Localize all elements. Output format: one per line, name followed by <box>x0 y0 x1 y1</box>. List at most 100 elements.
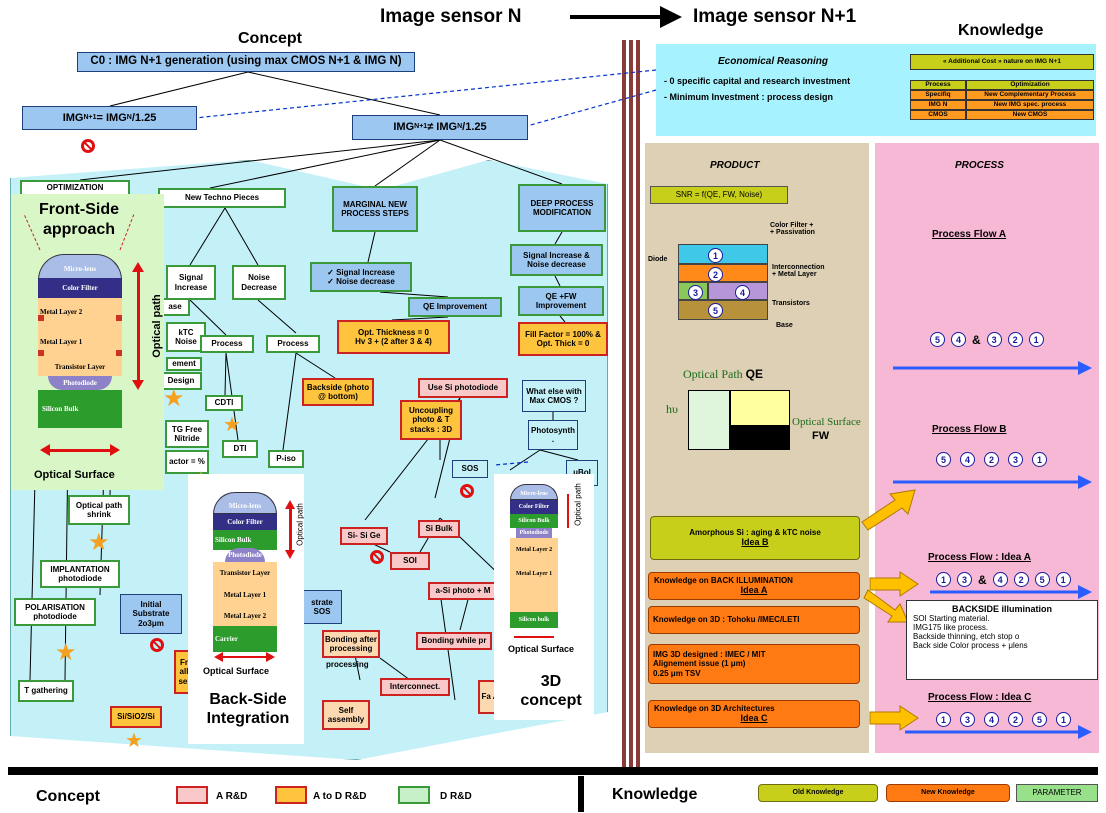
piso-box[interactable]: P-iso <box>268 450 304 468</box>
flow-a-amp: & <box>972 332 981 347</box>
strate-sos-box[interactable]: strate SOS <box>302 590 342 624</box>
new-techno-box[interactable]: New Techno Pieces <box>158 188 286 208</box>
what-else-box[interactable]: What else with Max CMOS ? <box>522 380 586 412</box>
back-surface-arrow <box>222 656 268 658</box>
back-silicon-bulk: Silicon Bulk <box>213 530 277 550</box>
header-title-right: Image sensor N+1 <box>693 6 857 27</box>
product-heading: PRODUCT <box>710 160 760 171</box>
process-box-2[interactable]: Process <box>266 335 320 353</box>
process-heading: PROCESS <box>955 160 1004 171</box>
arch3d-box[interactable]: Knowledge on 3D Architectures Idea C <box>648 700 860 728</box>
pixel-label-base: Base <box>776 322 793 329</box>
flow-idea-c-title: Process Flow : Idea C <box>928 692 1032 703</box>
deep-box[interactable]: DEEP PROCESS MODIFICATION <box>518 184 606 232</box>
uncoupling-box[interactable]: Uncoupling photo & T stacks : 3D <box>400 400 462 440</box>
amorphous-box[interactable]: Amorphous Si : aging & kTC noise Idea B <box>650 516 860 560</box>
opt-thickness-box[interactable]: Opt. Thickness = 0 Hv 3 + (2 after 3 & 4… <box>337 320 450 354</box>
cost-table-row: CMOS New CMOS <box>910 110 1094 120</box>
pixel-num-2: 2 <box>708 267 723 282</box>
star-icon-4: ★ <box>163 384 185 412</box>
qe-fw-box[interactable]: QE +FW Improvement <box>518 286 604 316</box>
cost-table-cell: Specifiq <box>910 90 966 100</box>
si-ge-box[interactable]: Si- Si Ge <box>340 527 388 545</box>
front-color-filter: Color Filter <box>38 278 122 298</box>
check-list-box[interactable]: ✓ Signal Increase ✓ Noise decrease <box>310 262 412 292</box>
flow-b-seq: 5 4 2 3 1 <box>936 452 1047 467</box>
flow-b-step: 3 <box>1008 452 1023 467</box>
cost-table-head-opt: Optimization <box>966 80 1094 90</box>
actor-box[interactable]: actor = % <box>165 450 209 474</box>
si-sio2-box[interactable]: Si/SiO2/Si <box>110 706 162 728</box>
idea-a-label: Idea A <box>740 585 768 596</box>
flow-b-step: 4 <box>960 452 975 467</box>
photosynth-box[interactable]: Photosynth . <box>528 420 578 450</box>
marginal-box[interactable]: MARGINAL NEW PROCESS STEPS <box>332 186 418 232</box>
si-bulk-box[interactable]: Si Bulk <box>418 520 460 538</box>
pixel-label-transistors: Transistors <box>772 300 810 307</box>
use-si-box[interactable]: Use Si photodiode <box>418 378 508 398</box>
cost-table-row: Specifiq New Complementary Process <box>910 90 1094 100</box>
process-box-1[interactable]: Process <box>200 335 254 353</box>
sos-box[interactable]: SOS <box>452 460 488 478</box>
backside-illum-line: IMG175 like process. <box>913 623 989 632</box>
bonding-while-box[interactable]: Bonding while pr <box>416 632 492 650</box>
qe-label-group: Optical Path QE <box>683 367 763 382</box>
flow-idea-a-seq: 1 3 & 4 2 5 1 <box>936 572 1071 587</box>
backside-illum-box: BACKSIDE illumination SOI Starting mater… <box>906 600 1098 680</box>
polarisation-box[interactable]: POLARISATION photodiode <box>14 598 96 626</box>
back-arrowhead-top <box>285 500 295 509</box>
flow-idea-c-step: 1 <box>1056 712 1071 727</box>
soi-box[interactable]: SOI <box>390 552 430 570</box>
qe-improvement-box[interactable]: QE Improvement <box>408 297 502 317</box>
self-assembly-box[interactable]: Self assembly <box>322 700 370 730</box>
tg-free-box[interactable]: TG Free Nitride <box>165 420 209 448</box>
flow-a-step: 3 <box>986 332 1002 347</box>
backside-box[interactable]: Backside (photo @ bottom) <box>302 378 374 406</box>
back-surface-head-l <box>214 652 223 662</box>
optical-surface-fw-label: Optical Surface <box>792 416 861 428</box>
optical-shrink-box[interactable]: Optical path shrink <box>68 495 130 525</box>
legend-parameter: PARAMETER <box>1016 784 1098 802</box>
back-transistor: Transistor Layer <box>213 562 277 584</box>
flow-a-title: Process Flow A <box>932 229 1007 240</box>
signal-increase-box[interactable]: Signal Increase <box>166 265 216 300</box>
tohoku-box[interactable]: Knowledge on 3D : Tohoku /IMEC/LETI <box>648 606 860 634</box>
back-surface-head-r <box>266 652 275 662</box>
pixel-layer-5 <box>678 300 768 320</box>
legend-knowledge: Knowledge <box>612 786 698 803</box>
signal-noise-box[interactable]: Signal Increase & Noise decrease <box>510 244 603 276</box>
vertical-divider <box>622 40 640 775</box>
forbidden-icon-substrate <box>150 638 164 652</box>
back-photodiode: Photodiode <box>225 548 265 562</box>
cdti-box[interactable]: CDTI <box>205 395 243 411</box>
interconnect-box[interactable]: Interconnect. <box>380 678 450 696</box>
fw-label: FW <box>812 430 830 442</box>
threed-optical-surface-label: Optical Surface <box>508 644 575 654</box>
cost-table-cell: CMOS <box>910 110 966 120</box>
front-lens <box>38 254 122 280</box>
idea-c-label: Idea C <box>740 713 768 724</box>
back-illum-label: Knowledge on BACK ILLUMINATION <box>654 576 793 586</box>
flow-a-step: 5 <box>930 332 945 347</box>
t-gathering-box[interactable]: T gathering <box>18 680 74 702</box>
noise-decrease-box[interactable]: Noise Decrease <box>232 265 286 300</box>
bonding-after-box[interactable]: Bonding after processing <box>322 630 380 658</box>
img3d-box[interactable]: IMG 3D designed : IMEC / MIT Alignement … <box>648 644 860 684</box>
implantation-box[interactable]: IMPLANTATION photodiode <box>40 560 120 588</box>
knowledge-heading: Knowledge <box>958 22 1044 39</box>
c0-box[interactable]: C0 : IMG N+1 generation (using max CMOS … <box>77 52 415 72</box>
front-metal-mark-3 <box>38 350 44 356</box>
fill-factor-box[interactable]: Fill Factor = 100% & Opt. Thick = 0 <box>518 322 608 356</box>
threed-silicon-bulk-bottom: Silicon bulk <box>510 612 558 628</box>
back-arrowhead-bottom <box>285 550 295 559</box>
dti-box[interactable]: DTI <box>222 440 258 458</box>
star-icon-2: ★ <box>55 638 77 666</box>
ement-box[interactable]: ement <box>166 357 202 371</box>
back-illum-box[interactable]: Knowledge on BACK ILLUMINATION Idea A <box>648 572 860 600</box>
initial-substrate-box[interactable]: Initial Substrate 2o3μm <box>120 594 182 634</box>
processing-label: processing <box>326 660 369 669</box>
front-optical-surface-label: Optical Surface <box>34 469 115 481</box>
